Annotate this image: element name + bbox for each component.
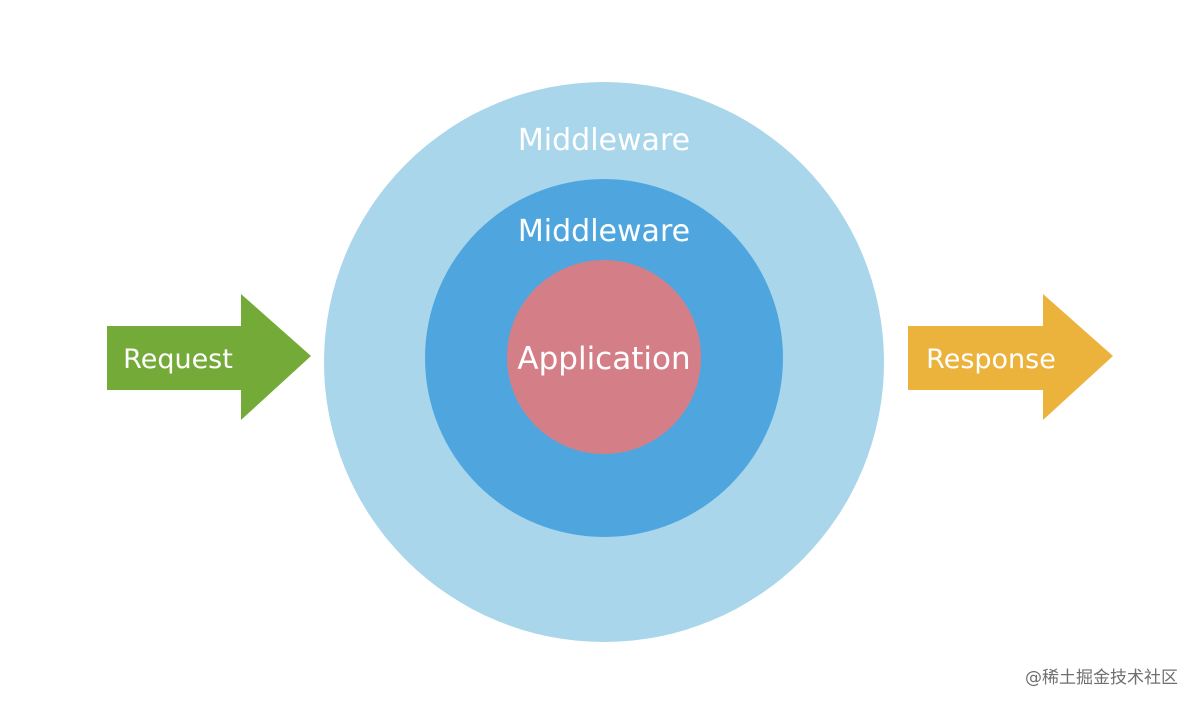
outer-middleware-label: Middleware <box>518 123 690 158</box>
request-arrow <box>107 294 311 420</box>
response-label: Response <box>926 344 1056 375</box>
response-arrow <box>908 294 1113 420</box>
watermark-text: @稀土掘金技术社区 <box>1025 668 1178 688</box>
inner-middleware-label: Middleware <box>518 214 690 249</box>
application-label: Application <box>517 341 690 377</box>
request-label: Request <box>123 344 233 375</box>
application-core <box>507 260 701 454</box>
